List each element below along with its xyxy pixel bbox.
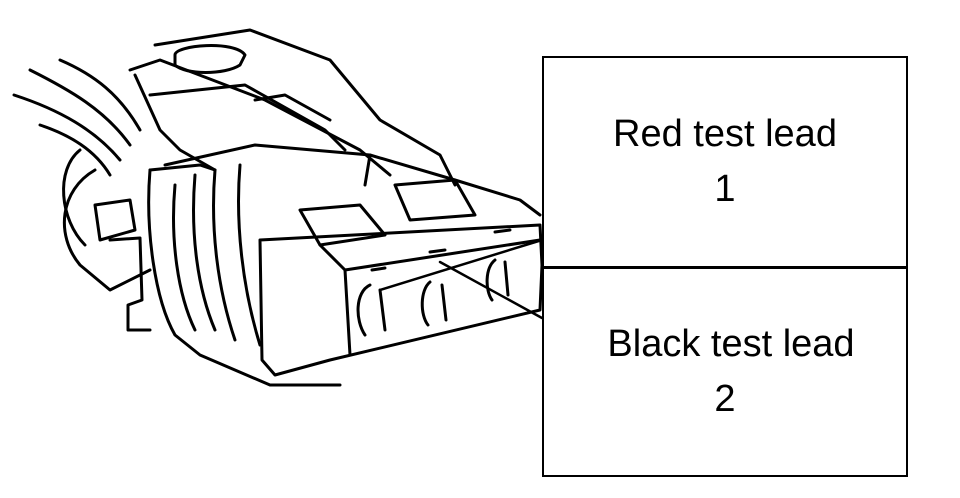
black-test-lead-label: Black test lead 2 <box>542 267 908 477</box>
locking-tab <box>128 28 457 187</box>
connector-body <box>147 143 542 387</box>
wire-bundle <box>12 58 142 177</box>
connector-face <box>258 178 544 377</box>
red-test-lead-title: Red test lead <box>613 112 837 155</box>
red-test-lead-number: 1 <box>714 168 736 210</box>
black-test-lead-number: 2 <box>714 378 736 420</box>
red-test-lead-label: Red test lead 1 <box>542 56 908 268</box>
leader-lines <box>378 238 544 320</box>
black-test-lead-title: Black test lead <box>607 322 855 365</box>
rear-housing <box>62 148 152 332</box>
